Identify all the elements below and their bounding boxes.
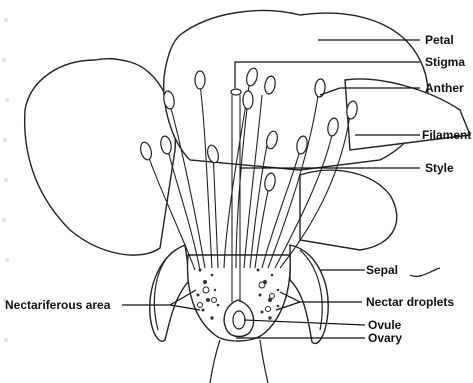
label-filament: Filament: [422, 128, 471, 142]
left-sepal: [150, 245, 190, 341]
left-border-pattern: [2, 18, 9, 342]
label-style: Style: [425, 161, 454, 175]
label-anther: Anther: [425, 81, 464, 95]
label-nectariferous-area: Nectariferous area: [5, 298, 111, 312]
flower-stalk: [210, 340, 268, 383]
lower-right-petal: [300, 170, 397, 250]
label-ovule: Ovule: [368, 318, 402, 332]
label-nectar-droplets: Nectar droplets: [366, 295, 454, 309]
left-petal: [25, 59, 176, 255]
ovule: [233, 311, 245, 329]
label-sepal: Sepal: [366, 263, 398, 277]
label-stigma: Stigma: [425, 55, 465, 69]
stigma: [231, 89, 241, 95]
label-ovary: Ovary: [368, 331, 402, 345]
label-petal: Petal: [425, 33, 454, 47]
